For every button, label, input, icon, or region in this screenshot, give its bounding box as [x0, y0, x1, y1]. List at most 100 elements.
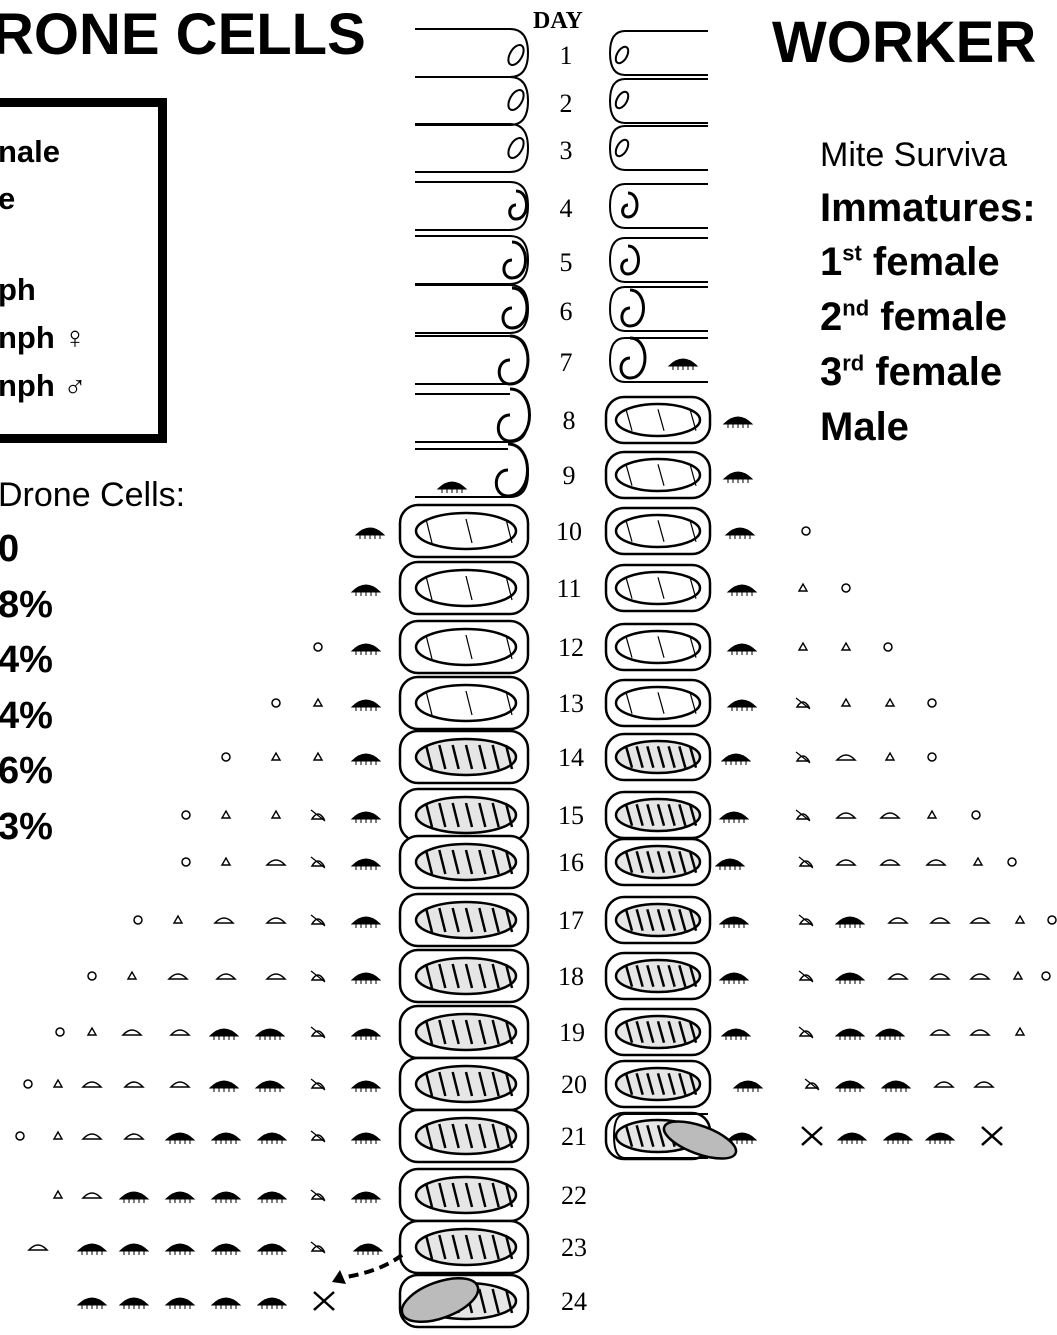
mite-egg [1042, 972, 1050, 980]
deutonymph-mite [931, 974, 949, 979]
protonymph-mite [88, 1028, 96, 1035]
adult-female-mite [356, 528, 384, 535]
deutonymph-mite [125, 1134, 143, 1139]
mite-egg [972, 811, 980, 819]
deutonymph-mite [125, 1082, 143, 1087]
mite-egg [928, 753, 936, 761]
protonymph-mite [928, 811, 936, 818]
drone-egg [505, 135, 526, 160]
adult-female-mite [354, 1244, 382, 1251]
drone-pupa [416, 570, 516, 606]
adult-female-mite [836, 1081, 864, 1088]
mite-egg [182, 858, 190, 866]
worker-larva [622, 290, 644, 326]
drone-larva [504, 242, 526, 278]
worker-larva [622, 246, 639, 274]
adult-female-mite [210, 1029, 238, 1036]
adult-female-mite [836, 973, 864, 980]
adult-female-mite [884, 1133, 912, 1140]
protonymph-mite [1014, 972, 1022, 979]
protonymph-mite [1016, 1028, 1024, 1035]
adult-female-mite [728, 700, 756, 707]
adult-female-mite [120, 1192, 148, 1199]
deutonymph-mite [123, 1030, 141, 1035]
deutonymph-mite [83, 1082, 101, 1087]
mite-egg [272, 699, 280, 707]
deutonymph-mite [837, 755, 855, 760]
worker-egg [613, 90, 631, 111]
drone-pupa [416, 739, 516, 775]
drone-larva [498, 389, 529, 441]
deutonymph-mite [971, 1030, 989, 1035]
drone-pupa [416, 958, 516, 994]
drone-pupa [416, 1014, 516, 1050]
adult-female-mite [876, 1029, 904, 1036]
adult-female-mite [210, 1081, 238, 1088]
adult-female-mite [212, 1192, 240, 1199]
drone-pupa [416, 685, 516, 721]
deutonymph-mite [29, 1245, 47, 1250]
deutonymph-mite [975, 1082, 993, 1087]
deutonymph-mite [837, 860, 855, 865]
adult-female-mite [352, 1029, 380, 1036]
adult-female-mite [882, 1081, 910, 1088]
mite-egg [16, 1132, 24, 1140]
protonymph-mite [54, 1080, 62, 1087]
mite-egg [802, 527, 810, 535]
protonymph-mite [222, 811, 230, 818]
mite-egg [842, 584, 850, 592]
deutonymph-mite [881, 860, 899, 865]
deutonymph-mite [971, 918, 989, 923]
deutonymph-mite [215, 918, 233, 923]
mite-egg [134, 916, 142, 924]
adult-female-mite [352, 644, 380, 651]
adult-female-mite [726, 528, 754, 535]
deutonymph-mite [971, 974, 989, 979]
drone-larva [499, 336, 528, 384]
drone-egg [505, 87, 526, 112]
adult-female-mite [166, 1192, 194, 1199]
protonymph-mite [799, 584, 807, 591]
deutonymph-mite [169, 974, 187, 979]
adult-female-mite [352, 812, 380, 819]
adult-female-mite [724, 417, 752, 424]
mite-egg [182, 811, 190, 819]
mite-egg [1008, 858, 1016, 866]
adult-female-mite [78, 1244, 106, 1251]
drone-pupa [416, 629, 516, 665]
adult-female-mite [352, 1081, 380, 1088]
deutonymph-mite [217, 974, 235, 979]
deutonymph-mite [931, 918, 949, 923]
drone-pupa [416, 902, 516, 938]
adult-female-mite [212, 1133, 240, 1140]
mite-egg [884, 643, 892, 651]
protonymph-mite [128, 972, 136, 979]
adult-female-mite [256, 1081, 284, 1088]
drone-larva [510, 191, 527, 219]
drone-pupa [416, 1066, 516, 1102]
drone-pupa [416, 1229, 516, 1265]
adult-female-mite [438, 482, 466, 489]
adult-female-mite [258, 1133, 286, 1140]
adult-female-mite [352, 917, 380, 924]
protonymph-mite [174, 916, 182, 923]
adult-female-mite [722, 1029, 750, 1036]
deutonymph-mite [171, 1082, 189, 1087]
deutonymph-mite [83, 1193, 101, 1198]
adult-female-mite [212, 1244, 240, 1251]
protonymph-mite [799, 643, 807, 650]
adult-female-mite [669, 359, 697, 366]
mite-egg [88, 972, 96, 980]
adult-female-mite [352, 1192, 380, 1199]
adult-female-mite [166, 1298, 194, 1305]
adult-female-mite [722, 754, 750, 761]
protonymph-mite [272, 811, 280, 818]
adult-female-mite [836, 1029, 864, 1036]
adult-female-mite [352, 754, 380, 761]
adult-female-mite [728, 644, 756, 651]
adult-female-mite [728, 585, 756, 592]
protonymph-mite [1016, 916, 1024, 923]
adult-female-mite [258, 1192, 286, 1199]
protonymph-mite [886, 699, 894, 706]
protonymph-mite [54, 1132, 62, 1139]
